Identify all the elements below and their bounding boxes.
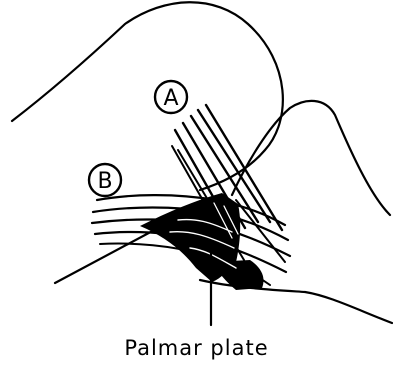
label-a-text: A [163,86,178,111]
distal-bone-volar-contour [200,280,392,323]
label-b-marker: B [89,164,121,196]
label-b-text: B [97,169,112,194]
palmar-plate-caption: Palmar plate [0,336,393,360]
proximal-bone-outline [12,2,283,190]
label-a-marker: A [155,81,187,113]
